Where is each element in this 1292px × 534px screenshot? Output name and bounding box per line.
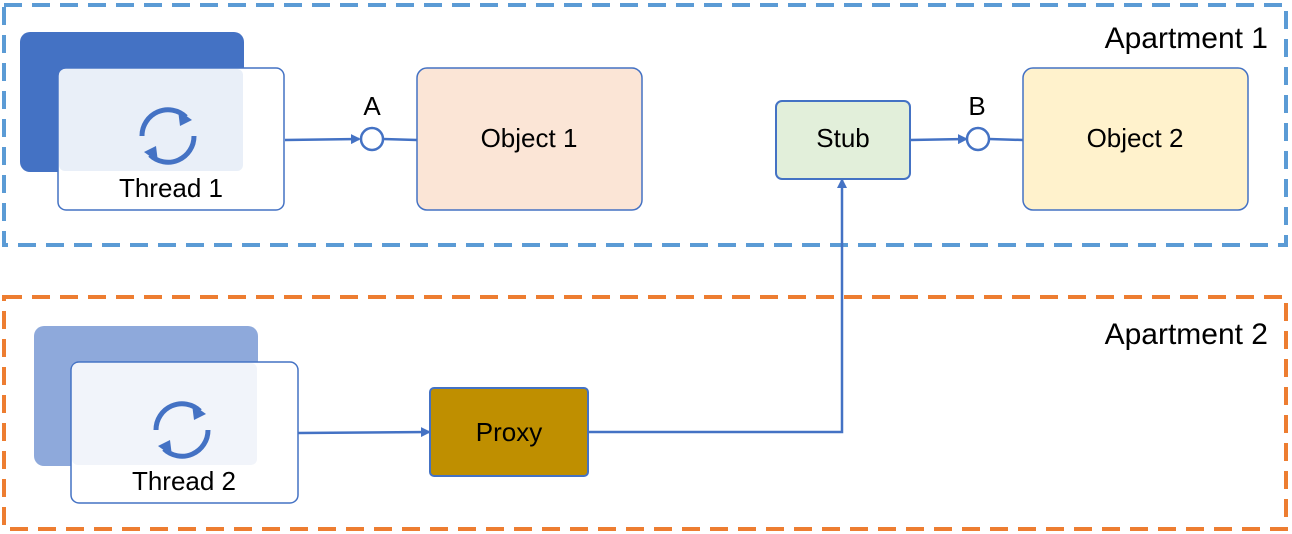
object-1-label: Object 1: [481, 123, 578, 153]
connector-thread2-to-proxy: [297, 427, 431, 438]
apartment-2-boundary: [2, 295, 1288, 531]
apartment-1-boundary: [2, 3, 1288, 247]
proxy-label: Proxy: [476, 417, 542, 447]
interface-b-lollipop: [965, 126, 991, 152]
thread-1: Thread 1: [20, 32, 285, 211]
stub-label: Stub: [816, 123, 870, 153]
apartment-1-label: Apartment 1: [1105, 22, 1268, 55]
connector-proxy-to-stub: [588, 178, 847, 434]
thread-1-overlap: [59, 69, 243, 171]
connector-thread1-to-a: [284, 134, 361, 145]
interface-a-stem: [382, 137, 418, 142]
thread-1-label: Thread 1: [119, 173, 223, 203]
object-2-label: Object 2: [1087, 123, 1184, 153]
interface-a-lollipop: [359, 126, 385, 152]
interface-b-stem: [988, 137, 1024, 142]
thread-2: Thread 2: [34, 326, 299, 504]
interface-a-label: A: [363, 91, 381, 121]
interface-b-label: B: [968, 91, 985, 121]
thread-2-label: Thread 2: [132, 466, 236, 496]
apartment-2-label: Apartment 2: [1105, 318, 1268, 351]
connector-stub-to-b: [909, 134, 968, 145]
